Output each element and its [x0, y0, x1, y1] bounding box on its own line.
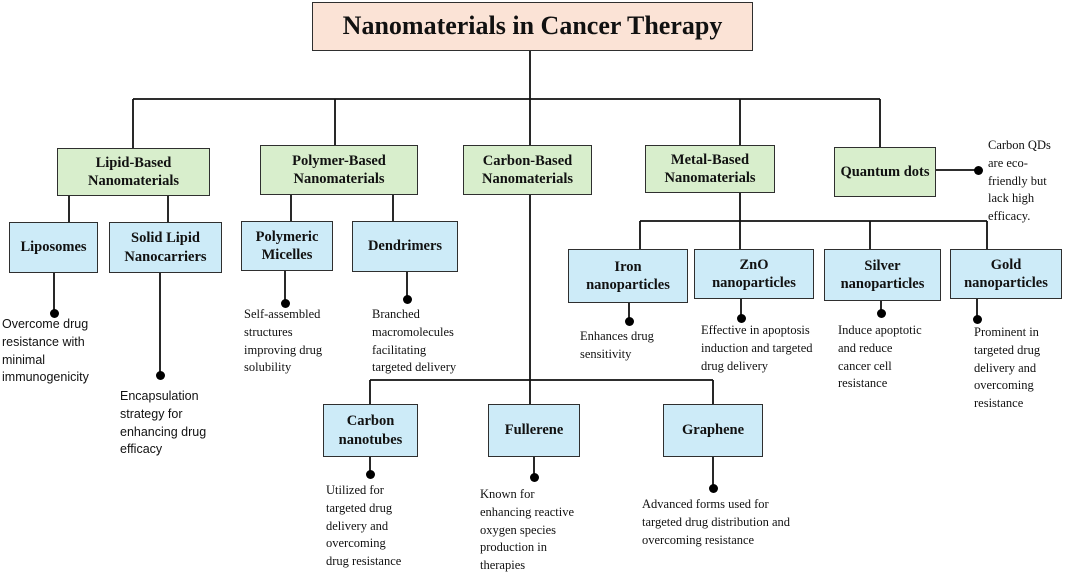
node-graphene: Graphene	[663, 404, 763, 457]
bullet-dot	[403, 295, 412, 304]
bullet-dot	[709, 484, 718, 493]
bullet-dot	[974, 166, 983, 175]
desc-graphene: Advanced forms used for targeted drug di…	[642, 497, 791, 547]
node-gold-nanoparticles: Gold nanoparticles	[950, 249, 1062, 299]
desc-gold-nanoparticles: Prominent in targeted drug delivery and …	[974, 325, 1041, 410]
desc-silver-nanoparticles: Induce apoptotic and reduce cancer cell …	[838, 323, 922, 391]
bullet-dot	[530, 473, 539, 482]
node-liposomes: Liposomes	[9, 222, 98, 273]
category-carbon-based: Carbon-Based Nanomaterials	[463, 145, 592, 195]
bullet-dot	[877, 309, 886, 318]
node-silver-nanoparticles: Silver nanoparticles	[824, 249, 941, 301]
node-carbon-nanotubes: Carbon nanotubes	[323, 404, 418, 457]
bullet-dot	[973, 315, 982, 324]
node-zno-nanoparticles: ZnO nanoparticles	[694, 249, 814, 299]
desc-carbon-nanotubes: Utilized for targeted drug delivery and …	[326, 483, 402, 568]
bullet-dot	[366, 470, 375, 479]
desc-polymeric-micelles: Self-assembled structures improving drug…	[244, 307, 323, 375]
bullet-dot	[156, 371, 165, 380]
node-polymeric-micelles: Polymeric Micelles	[241, 221, 333, 271]
desc-liposomes: Overcome drug resistance with minimal im…	[2, 317, 89, 385]
bullet-dot	[281, 299, 290, 308]
desc-fullerene: Known for enhancing reactive oxygen spec…	[480, 487, 575, 572]
desc-quantum-dots: Carbon QDs are eco- friendly but lack hi…	[988, 138, 1051, 223]
category-lipid-based: Lipid-Based Nanomaterials	[57, 148, 210, 196]
node-iron-nanoparticles: Iron nanoparticles	[568, 249, 688, 303]
desc-dendrimers: Branched macromolecules facilitating tar…	[372, 307, 457, 375]
category-quantum-dots: Quantum dots	[834, 147, 936, 197]
category-polymer-based: Polymer-Based Nanomaterials	[260, 145, 418, 195]
bullet-dot	[737, 314, 746, 323]
desc-iron-nanoparticles: Enhances drug sensitivity	[580, 329, 654, 361]
bullet-dot	[50, 309, 59, 318]
node-fullerene: Fullerene	[488, 404, 580, 457]
bullet-dot	[625, 317, 634, 326]
node-dendrimers: Dendrimers	[352, 221, 458, 272]
desc-zno-nanoparticles: Effective in apoptosis induction and tar…	[701, 323, 813, 373]
desc-solid-lipid-nanocarriers: Encapsulation strategy for enhancing dru…	[120, 389, 207, 457]
diagram-title: Nanomaterials in Cancer Therapy	[312, 2, 753, 51]
category-metal-based: Metal-Based Nanomaterials	[645, 145, 775, 193]
node-solid-lipid-nanocarriers: Solid Lipid Nanocarriers	[109, 222, 222, 273]
